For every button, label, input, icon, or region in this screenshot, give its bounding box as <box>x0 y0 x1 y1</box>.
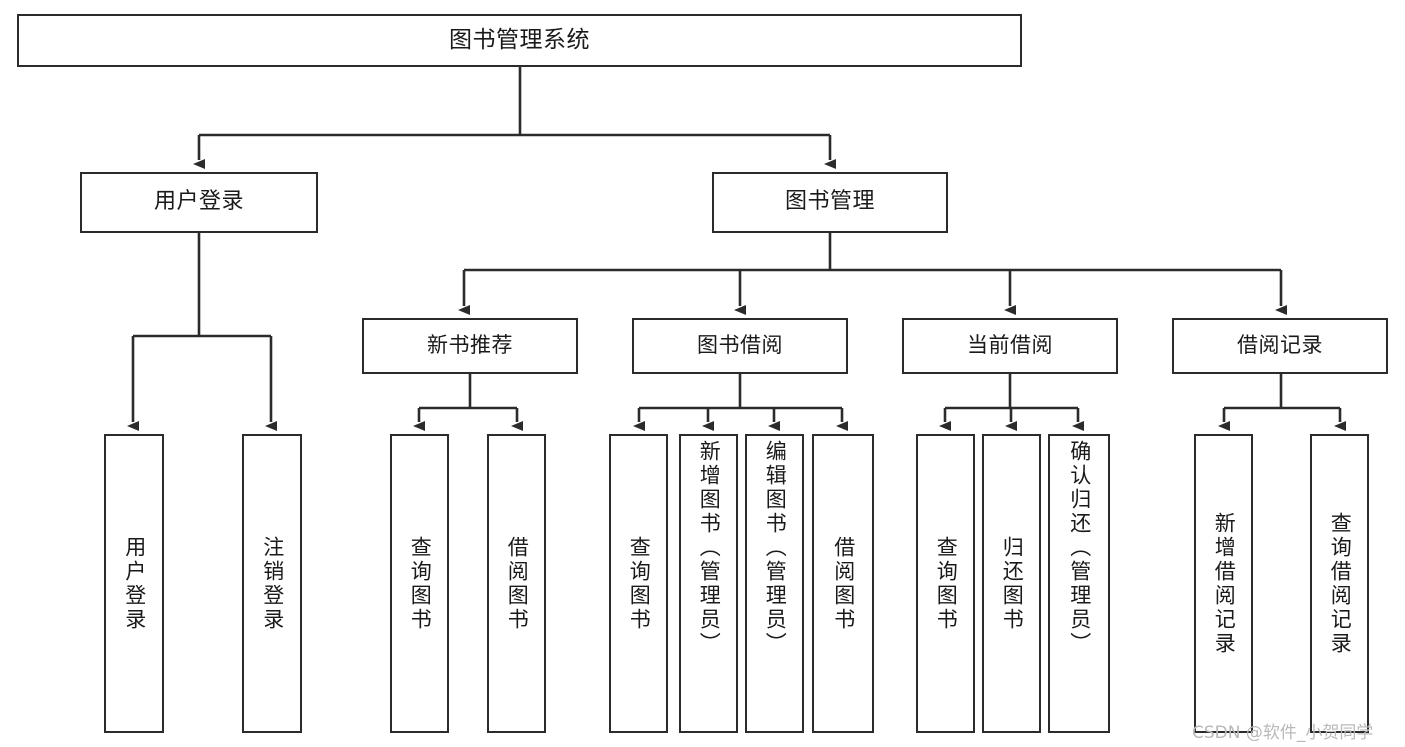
leaf-borrow-add-book-admin[interactable]: 新增图书（管理员） <box>679 434 738 733</box>
leaf-borrow-edit-book-admin-label: 编辑图书（管理员） <box>763 440 788 656</box>
leaf-user-login[interactable]: 用户登录 <box>104 434 164 733</box>
node-root[interactable]: 图书管理系统 <box>17 14 1022 67</box>
leaf-borrow-borrow-book-label: 借阅图书 <box>831 535 856 632</box>
node-user-login-label: 用户登录 <box>153 189 244 215</box>
leaf-borrow-add-book-admin-label: 新增图书（管理员） <box>697 440 722 656</box>
leaf-records-query-record-label: 查询借阅记录 <box>1328 511 1353 656</box>
node-book-borrow-label: 图书借阅 <box>697 333 783 358</box>
leaf-records-query-record[interactable]: 查询借阅记录 <box>1310 434 1369 733</box>
leaf-records-add-record-label: 新增借阅记录 <box>1212 511 1237 656</box>
leaf-borrow-query-book-label: 查询图书 <box>627 535 652 632</box>
leaf-borrow-query-book[interactable]: 查询图书 <box>609 434 668 733</box>
leaf-current-confirm-return-admin-label: 确认归还（管理员） <box>1067 440 1092 656</box>
leaf-current-return-book-label: 归还图书 <box>1000 535 1025 632</box>
node-borrow-records[interactable]: 借阅记录 <box>1172 318 1388 374</box>
leaf-records-add-record[interactable]: 新增借阅记录 <box>1194 434 1253 733</box>
node-new-book-recommend-label: 新书推荐 <box>427 333 513 358</box>
leaf-new-books-borrow-book[interactable]: 借阅图书 <box>487 434 546 733</box>
leaf-new-books-borrow-book-label: 借阅图书 <box>505 535 530 632</box>
leaf-user-login-label: 用户登录 <box>122 535 147 632</box>
node-book-management-label: 图书管理 <box>784 189 875 215</box>
node-borrow-records-label: 借阅记录 <box>1237 333 1323 358</box>
node-new-book-recommend[interactable]: 新书推荐 <box>362 318 578 374</box>
node-current-borrow-label: 当前借阅 <box>967 333 1053 358</box>
leaf-current-query-book[interactable]: 查询图书 <box>916 434 975 733</box>
leaf-current-query-book-label: 查询图书 <box>934 535 959 632</box>
node-current-borrow[interactable]: 当前借阅 <box>902 318 1118 374</box>
node-root-label: 图书管理系统 <box>449 26 590 53</box>
leaf-current-confirm-return-admin[interactable]: 确认归还（管理员） <box>1048 434 1110 733</box>
node-user-login[interactable]: 用户登录 <box>80 172 318 233</box>
leaf-logout-label: 注销登录 <box>260 535 285 632</box>
leaf-borrow-edit-book-admin[interactable]: 编辑图书（管理员） <box>745 434 804 733</box>
leaf-new-books-query-book-label: 查询图书 <box>408 535 433 632</box>
leaf-logout[interactable]: 注销登录 <box>242 434 302 733</box>
node-book-borrow[interactable]: 图书借阅 <box>632 318 848 374</box>
leaf-borrow-borrow-book[interactable]: 借阅图书 <box>812 434 874 733</box>
leaf-new-books-query-book[interactable]: 查询图书 <box>390 434 449 733</box>
leaf-current-return-book[interactable]: 归还图书 <box>982 434 1041 733</box>
node-book-management[interactable]: 图书管理 <box>712 172 948 233</box>
